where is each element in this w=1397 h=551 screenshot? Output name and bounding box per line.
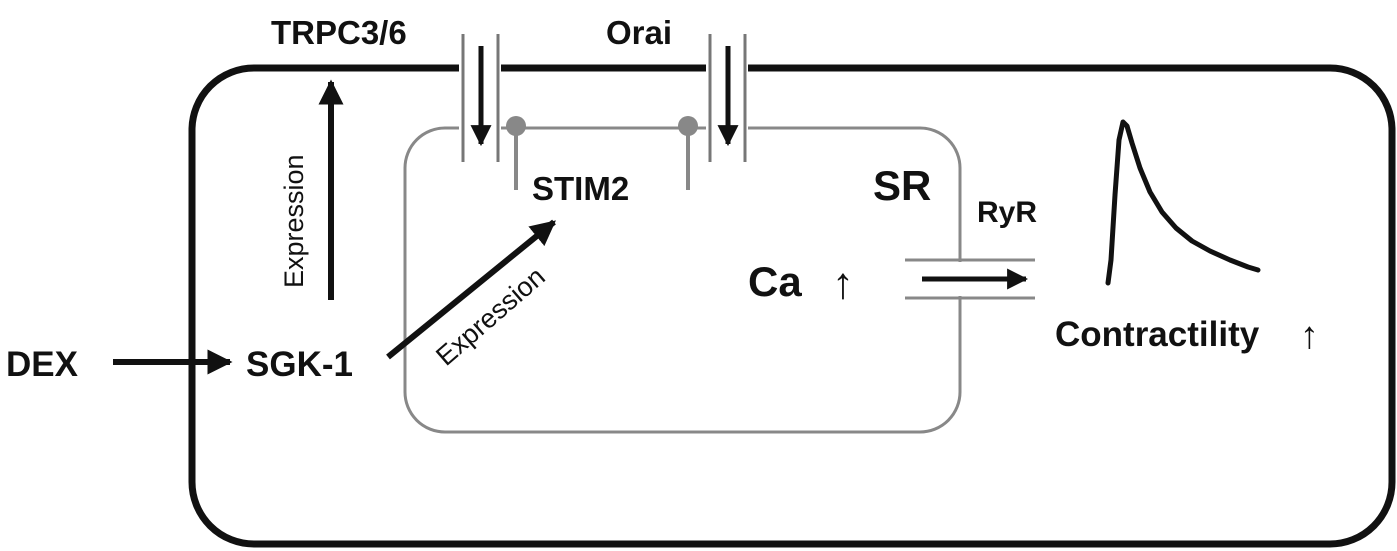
contractility-label: Contractility: [1055, 315, 1260, 354]
sgk1-label: SGK-1: [246, 345, 353, 384]
ca-label: Ca: [748, 258, 802, 305]
ca-up-arrow: ↑: [832, 259, 854, 308]
calcium-transient-trace: [1105, 119, 1261, 286]
trpc-label: TRPC3/6: [271, 14, 407, 51]
stim2-sensor-left: [506, 116, 526, 190]
expression-diagonal-label: Expression: [430, 261, 550, 371]
stim2-sensor-right: [678, 116, 698, 190]
cell-membrane: [188, 64, 1396, 548]
orai-channel: [706, 34, 748, 178]
stim2-label: STIM2: [532, 170, 629, 207]
ryr-channel: [905, 258, 1035, 300]
sgk1-to-stim2-arrow: [386, 219, 556, 360]
ryr-label: RyR: [977, 196, 1037, 229]
dex-label: DEX: [6, 345, 79, 384]
expression-vertical-label: Expression: [279, 154, 309, 288]
contractility-up-arrow: ↑: [1300, 315, 1319, 357]
sr-label: SR: [873, 162, 931, 209]
orai-label: Orai: [606, 14, 672, 51]
trpc-channel: [459, 34, 501, 178]
